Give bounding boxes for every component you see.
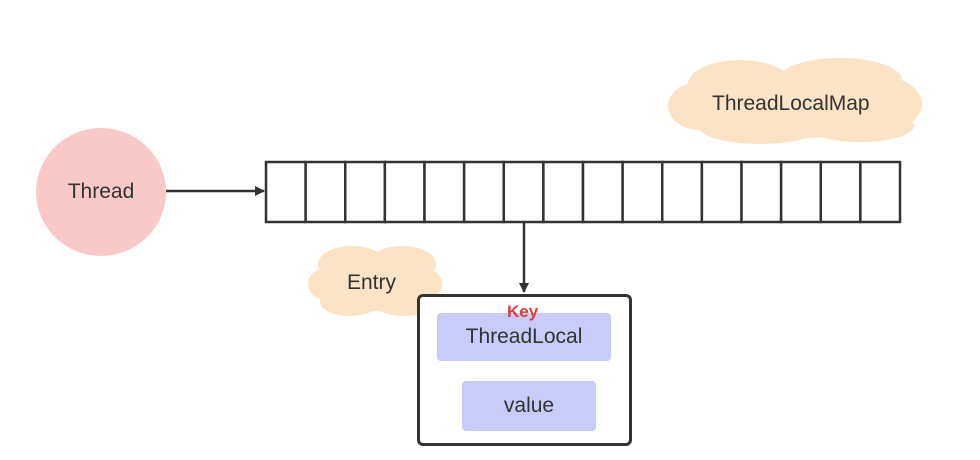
array-cell — [581, 160, 624, 224]
entry-value-box: value — [462, 381, 596, 431]
array-cell — [661, 160, 704, 224]
array-cell — [304, 160, 347, 224]
thread-node: Thread — [36, 128, 166, 256]
key-tag: Key — [507, 302, 539, 321]
array-cell — [819, 160, 862, 224]
array-cell — [462, 160, 506, 224]
entry-cloud — [308, 246, 442, 316]
array-cell — [542, 160, 585, 224]
entry-value-label: value — [503, 394, 555, 417]
entry-key-label: ThreadLocal — [465, 325, 583, 348]
entry-key-box: ThreadLocal — [437, 313, 611, 361]
thread-label: Thread — [67, 180, 135, 203]
array-cell — [264, 160, 307, 224]
array-cell — [740, 160, 783, 224]
array-cell — [700, 160, 743, 224]
array-cell — [621, 160, 664, 224]
thread-local-map-label: ThreadLocalMap — [712, 92, 870, 115]
array-cell — [423, 160, 466, 224]
entry-label: Entry — [347, 271, 397, 294]
array-cell — [779, 160, 823, 224]
thread-local-map-array — [264, 160, 902, 224]
array-cell — [502, 160, 545, 224]
array-cell — [344, 160, 387, 224]
array-cell — [383, 160, 426, 224]
array-cell — [859, 160, 902, 224]
thread-local-map-cloud — [668, 58, 922, 144]
